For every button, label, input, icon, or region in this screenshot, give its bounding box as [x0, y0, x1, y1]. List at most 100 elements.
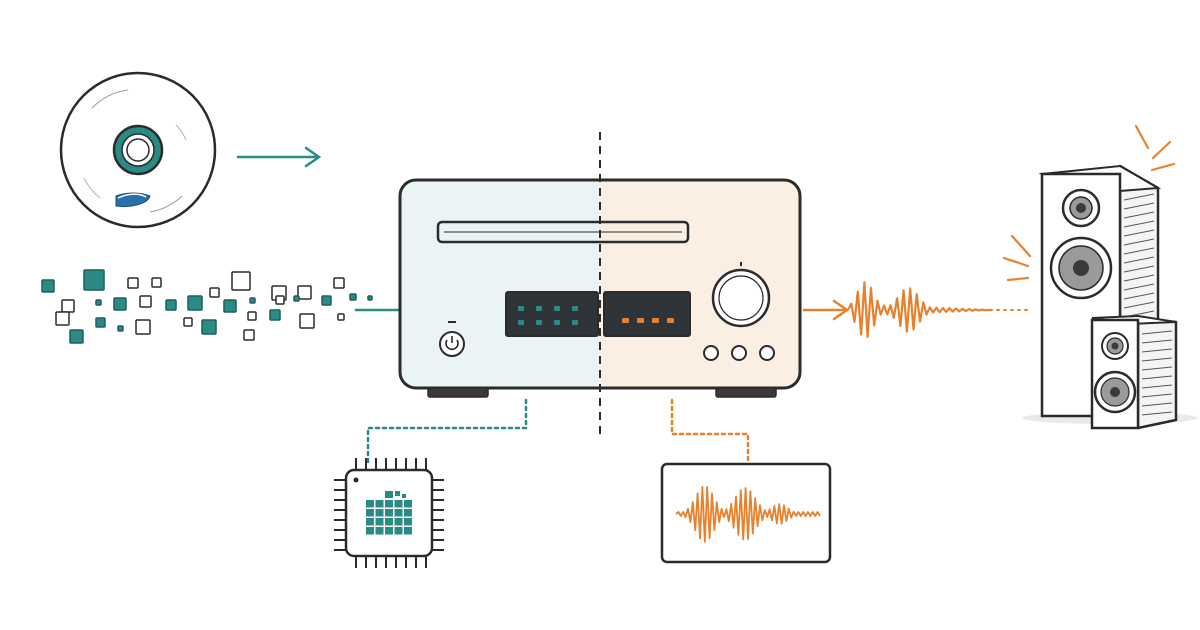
display-indicator: [554, 320, 560, 325]
data-bit: [201, 319, 217, 335]
bookshelf-speaker: [1090, 314, 1178, 430]
display-indicator: [652, 318, 659, 323]
volume-knob: [711, 262, 771, 328]
speaker-shading: [1141, 402, 1173, 407]
digital-data-bits-icon: [41, 269, 373, 344]
data-bit: [61, 299, 75, 313]
speaker-shading: [1123, 220, 1155, 228]
data-bit: [231, 271, 251, 291]
chip-cell: [404, 527, 412, 535]
chip-cell: [375, 518, 384, 526]
analog-output-arrow: [802, 299, 850, 321]
chip-cell: [375, 500, 384, 508]
data-bit: [183, 317, 193, 327]
chip-cell: [385, 527, 393, 535]
speaker-shading: [1141, 339, 1173, 344]
analog-waveform-monitor-icon: [660, 462, 832, 564]
data-bit: [127, 277, 139, 289]
speaker-shading: [1141, 411, 1173, 416]
chip-cell: [385, 491, 393, 498]
data-bit: [243, 329, 255, 341]
data-bit: [55, 311, 70, 326]
front-panel-buttons: [703, 345, 775, 361]
data-bit: [113, 297, 127, 311]
display-indicator: [518, 306, 524, 311]
data-bit: [223, 299, 237, 313]
display-indicator: [622, 318, 629, 323]
chip-cell: [394, 518, 403, 526]
data-bit: [41, 279, 55, 293]
data-bit: [139, 295, 152, 308]
front-button: [703, 345, 719, 361]
speaker-shading: [1123, 265, 1155, 273]
speaker-shading: [1141, 375, 1173, 380]
chip-cell: [395, 491, 400, 496]
blu-ray-disc-icon: [59, 71, 217, 229]
chip-cell: [394, 500, 403, 508]
data-bit: [337, 313, 345, 321]
blu-ray-logo-icon: [115, 192, 151, 207]
chip-cell: [404, 509, 412, 517]
chip-cell: [385, 500, 393, 508]
front-button: [759, 345, 775, 361]
chip-cell: [385, 518, 393, 526]
speaker-shading: [1141, 393, 1173, 398]
disc-to-receiver-arrow: [236, 146, 322, 168]
digital-display: [505, 291, 599, 337]
receiver-to-chip-connector: [366, 398, 528, 464]
analog-display: [603, 291, 691, 337]
power-icon: [439, 321, 465, 357]
speaker-shading: [1123, 283, 1155, 291]
chip-cell: [375, 509, 384, 517]
data-bit: [333, 277, 345, 289]
data-bit: [293, 295, 300, 302]
data-bit: [299, 313, 315, 329]
speaker-shading: [1123, 211, 1155, 219]
data-bit: [297, 285, 312, 300]
speaker-shading: [1141, 348, 1173, 353]
display-indicator: [518, 320, 524, 325]
display-indicator: [536, 306, 542, 311]
data-bit: [83, 269, 105, 291]
speaker-shading: [1123, 274, 1155, 282]
data-bit: [247, 311, 257, 321]
speaker-pair-icon: [1002, 124, 1198, 430]
data-bit: [349, 293, 357, 301]
speaker-shading: [1123, 193, 1155, 201]
speaker-shading: [1141, 330, 1173, 335]
speaker-shading: [1123, 229, 1155, 237]
data-bit: [321, 295, 332, 306]
data-bit: [95, 299, 102, 306]
data-bit: [69, 329, 84, 344]
dac-chip-icon: [334, 458, 444, 568]
data-bit: [209, 287, 220, 298]
data-bit: [151, 277, 162, 288]
data-bit: [275, 295, 285, 305]
chip-cell: [404, 518, 412, 526]
data-bit: [165, 299, 177, 311]
sound-emission-lines: [1002, 124, 1176, 282]
speaker-shading: [1123, 238, 1155, 246]
data-bit: [135, 319, 151, 335]
digital-display-indicators: [518, 306, 578, 325]
receiver-foot-right: [715, 387, 777, 398]
chip-cell: [366, 518, 374, 526]
receiver-foot-left: [427, 387, 489, 398]
speaker-shading: [1123, 292, 1155, 300]
front-button: [731, 345, 747, 361]
data-bit: [269, 309, 281, 321]
chip-cell: [402, 494, 406, 498]
display-indicator: [637, 318, 644, 323]
chip-cell: [366, 500, 374, 508]
chip-cell: [385, 509, 393, 517]
data-bit: [117, 325, 124, 332]
display-indicator: [572, 320, 578, 325]
data-bit: [187, 295, 203, 311]
speaker-shading: [1123, 247, 1155, 255]
chip-cell: [375, 527, 384, 535]
av-receiver-icon: [398, 178, 802, 398]
speaker-shading: [1123, 202, 1155, 210]
display-indicator: [536, 320, 542, 325]
chip-data-grid: [366, 491, 412, 535]
